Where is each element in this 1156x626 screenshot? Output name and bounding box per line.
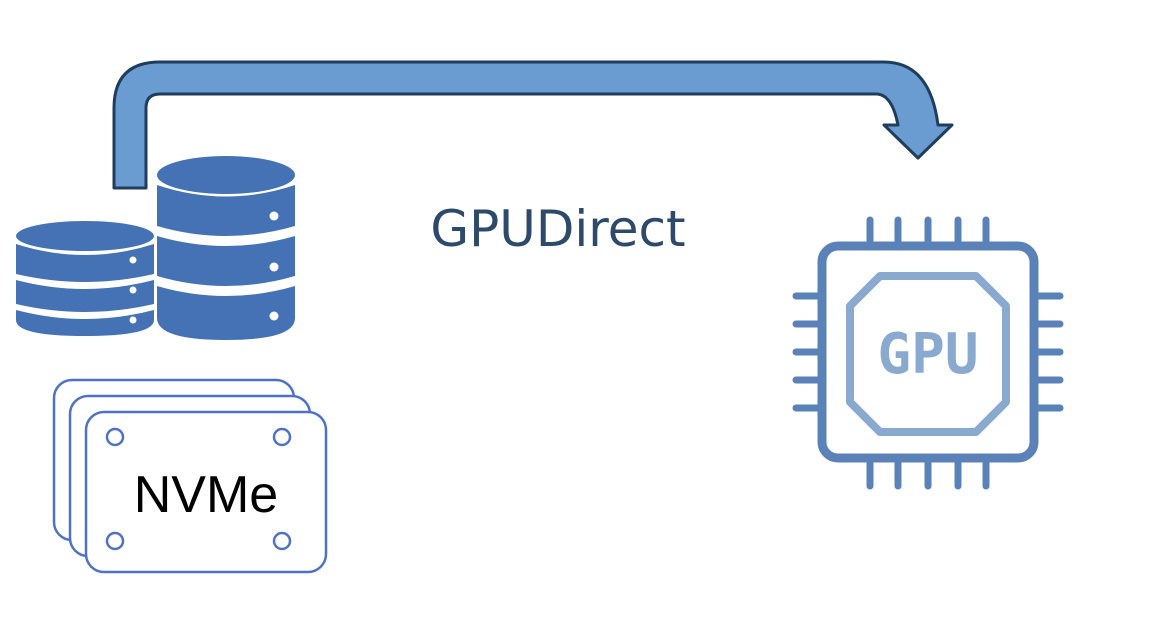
database-stack-icon [16, 156, 295, 340]
gpu-label: GPU [877, 322, 978, 387]
nvme-card-icon [52, 378, 328, 574]
gpudirect-caption: GPUDirect [430, 200, 685, 258]
gpu-chip-icon [792, 216, 1064, 490]
curved-arrow-icon [112, 60, 954, 190]
nvme-label: NVMe [134, 466, 278, 524]
